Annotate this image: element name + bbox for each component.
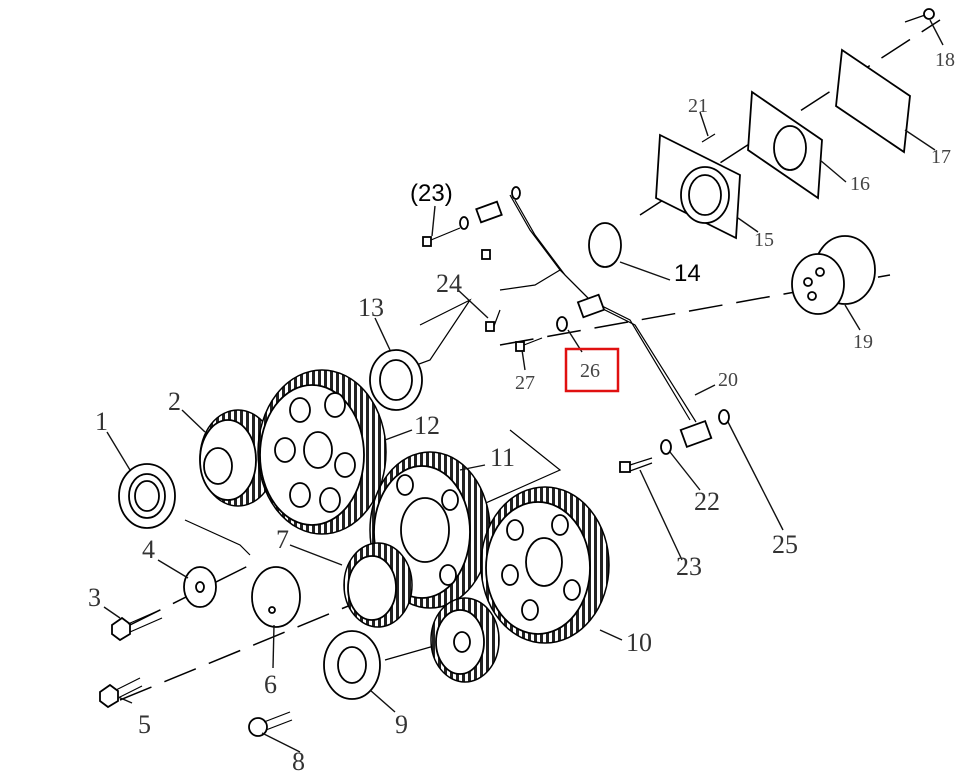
part-20-oil-pipe — [475, 194, 713, 449]
callout-labels: 1 2 3 4 5 6 7 8 9 10 11 12 13 14 15 16 1… — [88, 49, 955, 776]
label-15: 15 — [754, 229, 774, 251]
label-5: 5 — [138, 710, 151, 739]
label-14: 14 — [674, 260, 701, 287]
label-11: 11 — [490, 443, 515, 472]
part-17-cover — [835, 48, 911, 154]
label-10: 10 — [626, 628, 652, 657]
part-2-hub-gear — [199, 409, 277, 507]
leader-lines — [103, 19, 944, 753]
label-20: 20 — [718, 369, 738, 391]
part-23ref-bolt — [422, 186, 521, 260]
label-27: 27 — [515, 372, 535, 394]
label-2: 2 — [168, 387, 181, 416]
label-22: 22 — [694, 487, 720, 516]
part-19-hub — [791, 235, 876, 315]
part-21-bolt — [701, 133, 716, 143]
part-8-bolt — [248, 711, 293, 737]
part-10-gear — [480, 486, 610, 644]
label-23: 23 — [676, 552, 702, 581]
label-26: 26 — [580, 360, 600, 382]
part-6-plate — [251, 566, 301, 628]
highlight-box-26 — [564, 347, 620, 393]
label-25: 25 — [772, 530, 798, 559]
label-23-ref: (23) — [410, 180, 453, 207]
part-4-washer — [183, 566, 217, 608]
label-19: 19 — [853, 331, 873, 353]
part-25-washer — [718, 409, 730, 425]
part-23-bolt — [619, 457, 653, 473]
part-26-washer — [556, 316, 568, 332]
part-7-small-gear — [343, 542, 413, 628]
part-9-plate — [323, 630, 381, 700]
label-17: 17 — [931, 146, 951, 168]
part-12-large-gear — [257, 369, 387, 535]
label-3: 3 — [88, 583, 101, 612]
label-6: 6 — [264, 670, 277, 699]
label-9: 9 — [395, 710, 408, 739]
label-8: 8 — [292, 747, 305, 776]
part-9-small-gear — [430, 597, 500, 683]
part-22-washer — [660, 439, 672, 455]
label-7: 7 — [276, 525, 289, 554]
label-24: 24 — [436, 269, 462, 298]
part-14-o-ring — [588, 222, 622, 268]
label-1: 1 — [95, 407, 108, 436]
label-16: 16 — [850, 173, 870, 195]
label-4: 4 — [142, 535, 155, 564]
part-24-bolt — [485, 309, 501, 332]
label-21: 21 — [688, 95, 708, 117]
part-27-bolt — [515, 337, 543, 352]
part-5-bolt — [99, 677, 143, 709]
part-15-housing — [655, 133, 741, 240]
label-12: 12 — [414, 411, 440, 440]
label-18: 18 — [935, 49, 955, 71]
part-1-bearing — [118, 463, 176, 529]
label-13: 13 — [358, 293, 384, 322]
part-16-gasket — [747, 90, 823, 200]
part-3-bolt — [111, 609, 163, 642]
part-18-screw — [904, 8, 935, 23]
part-13-bearing — [369, 349, 423, 411]
